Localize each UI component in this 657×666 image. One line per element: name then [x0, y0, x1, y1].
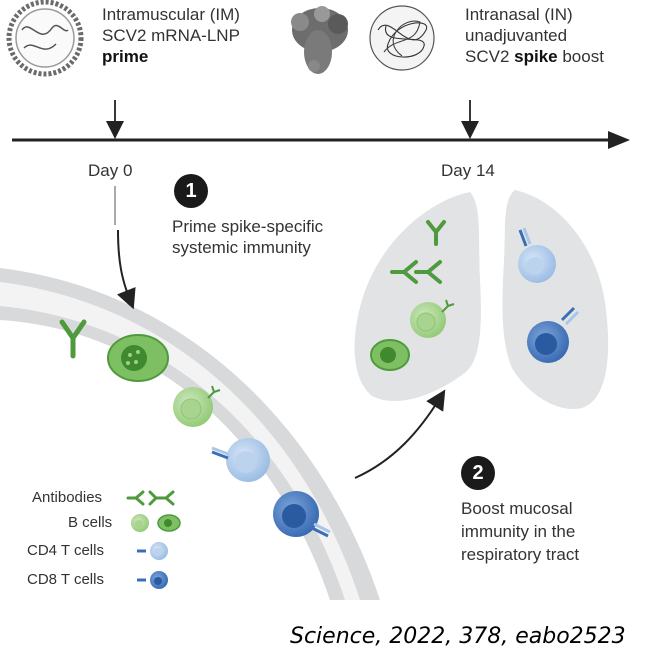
- lung-plasma-cell-icon: [370, 339, 410, 371]
- vessel-antibody-icon: [59, 319, 87, 359]
- lung-antibody-icon: [426, 220, 446, 246]
- vessel-plasma-cell-icon: [107, 334, 169, 382]
- step2-line3: respiratory tract: [461, 545, 580, 564]
- vessel-b-cell-icon: [173, 385, 221, 427]
- timeline-arrowhead: [608, 131, 630, 149]
- legend-antibody-icon: [126, 490, 175, 506]
- im-line2: SCV2 mRNA-LNP: [102, 26, 240, 45]
- lung-b-cell-icon: [410, 299, 455, 338]
- vessel-cd8-cell-icon: [273, 491, 331, 538]
- step2-line2: immunity in the: [461, 522, 576, 541]
- spike-protein-icon: [291, 6, 348, 74]
- step2-line1: Boost mucosal: [461, 499, 573, 518]
- in-line3-prefix: SCV2: [465, 47, 515, 66]
- prime-flow-arrow: [117, 229, 136, 310]
- legend-cd8-cell-icon: [137, 571, 168, 589]
- in-line2: unadjuvanted: [465, 26, 568, 45]
- lung-cd8-cell-icon: [527, 306, 580, 363]
- right-lung: [502, 190, 609, 409]
- lipid-nanoparticle-icon: [6, 0, 84, 77]
- day0-label: Day 0: [88, 161, 133, 180]
- step1-line2: systemic immunity: [172, 238, 311, 257]
- lung-cd4-cell-icon: [518, 227, 556, 283]
- boost-flow-arrow: [354, 389, 446, 479]
- legend-b-cell-icon: [131, 514, 181, 532]
- legend-cd8-label: CD8 T cells: [27, 571, 104, 588]
- legend-cd4-cell-icon: [137, 542, 168, 560]
- step1-line1: Prime spike-specific: [172, 217, 324, 236]
- in-line3: SCV2 spike boost: [465, 46, 604, 67]
- protein-tangle-icon: [369, 5, 435, 71]
- blood-vessel: [0, 268, 380, 600]
- in-line3-suffix: boost: [557, 47, 604, 66]
- in-line1: Intranasal (IN): [465, 5, 573, 24]
- im-line1: Intramuscular (IM): [102, 5, 240, 24]
- citation: Science, 2022, 378, eabo2523: [290, 624, 626, 649]
- legend-antibodies-label: Antibodies: [32, 489, 103, 506]
- day14-label: Day 14: [441, 161, 495, 180]
- im-line3: prime: [102, 47, 149, 66]
- legend-cd4-label: CD4 T cells: [27, 542, 104, 559]
- step2-badge: 2: [461, 456, 495, 490]
- lungs: [354, 190, 609, 409]
- lung-dimeric-antibody-icon: [390, 260, 442, 284]
- step1-badge: 1: [174, 174, 208, 208]
- left-lung: [354, 192, 481, 401]
- legend-b-cells-label: B cells: [68, 514, 113, 531]
- vessel-cd4-cell-icon: [211, 438, 270, 482]
- in-line3-bold: spike: [514, 47, 558, 66]
